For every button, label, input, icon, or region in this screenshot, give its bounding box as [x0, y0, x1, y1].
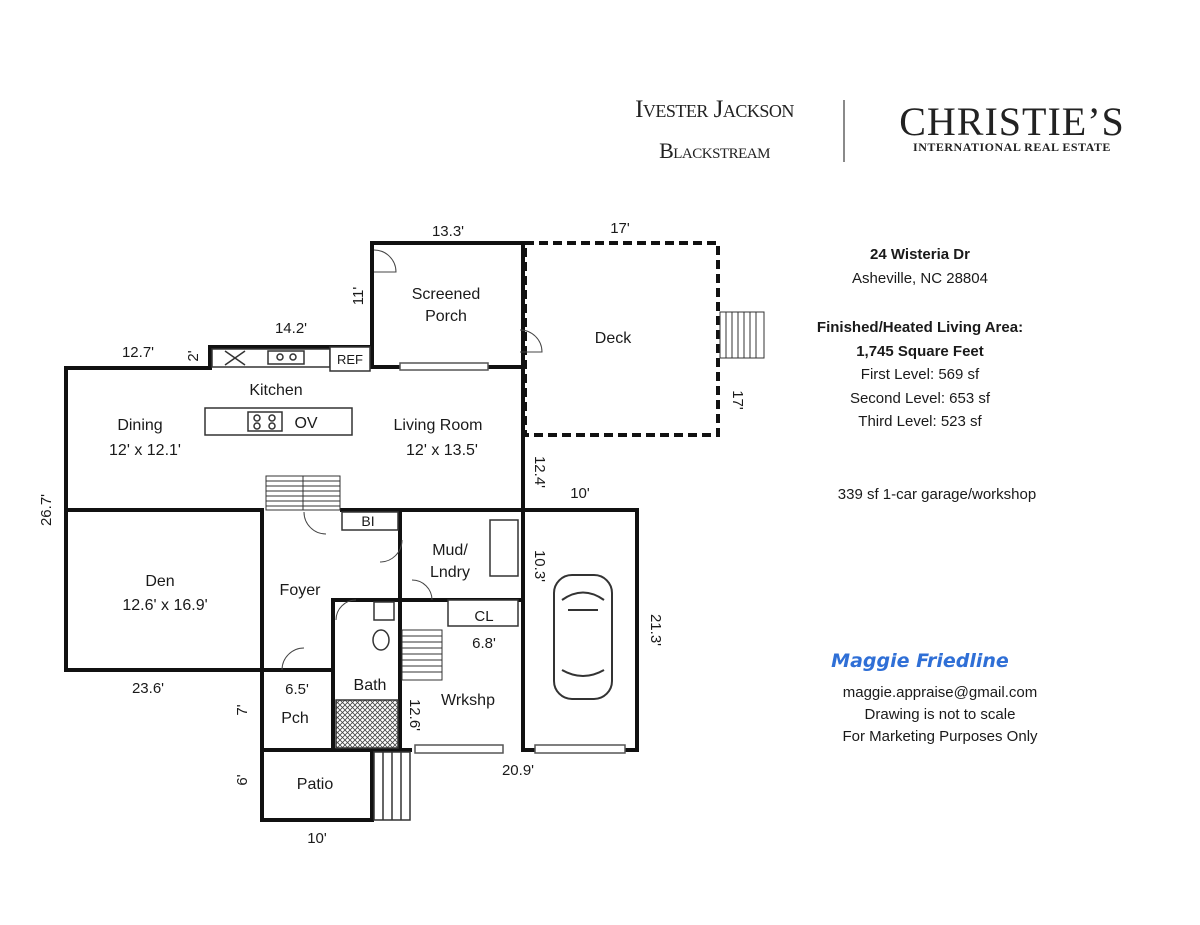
contact-email: maggie.appraise@gmail.com — [842, 684, 1038, 701]
area-title: Finished/Heated Living Area: — [816, 319, 1024, 336]
dim-kitchen-width: 14.2' — [275, 320, 307, 337]
brand-logo: CHRISTIE’S INTERNATIONAL REAL ESTATE — [878, 100, 1146, 155]
closet-label: CL — [474, 608, 493, 625]
dim-pch-depth: 7' — [234, 704, 251, 715]
windows — [399, 362, 626, 754]
screened-porch-label-2: Porch — [425, 308, 467, 325]
disclaimer-scale: Drawing is not to scale — [864, 706, 1016, 723]
ref-label: REF — [337, 352, 363, 367]
den-label: Den — [145, 573, 174, 590]
dim-porch-width: 13.3' — [432, 223, 464, 240]
level-3-area: Third Level: 523 sf — [858, 413, 982, 430]
dim-den-bottom: 23.6' — [132, 680, 164, 697]
screened-porch-label-1: Screened — [412, 286, 481, 303]
brokerage-line2: Blackstream — [659, 138, 770, 163]
dining-size: 12' x 12.1' — [109, 442, 181, 459]
mud-label-1: Mud/ — [432, 542, 468, 559]
refrigerator — [329, 346, 371, 372]
dim-mud-depth: 10.3' — [531, 550, 548, 582]
interior-stairs — [265, 475, 443, 681]
dim-garage-top: 10' — [570, 485, 590, 502]
dim-jog: 2' — [185, 350, 202, 361]
dim-pch-width: 6.5' — [285, 681, 309, 698]
garage-info: 339 sf 1-car garage/workshop — [837, 486, 1037, 503]
porch-small-label: Pch — [281, 710, 309, 727]
level-2-area: Second Level: 653 sf — [849, 389, 991, 407]
laundry-unit — [489, 519, 519, 577]
level-1-area: First Level: 569 sf — [860, 366, 980, 383]
kitchen-label: Kitchen — [249, 382, 302, 399]
brand-name: CHRISTIE’S — [899, 99, 1125, 144]
dim-porch-depth: 11' — [350, 287, 367, 306]
dim-closet-width: 6.8' — [472, 635, 496, 652]
door-swings — [281, 249, 543, 671]
contact-info: maggie.appraise@gmail.com Drawing is not… — [790, 682, 1090, 748]
patio-stairs — [373, 751, 411, 821]
bath-label: Bath — [354, 677, 387, 694]
dim-living-jog: 12.4' — [531, 456, 548, 488]
total-area: 1,745 Square Feet — [856, 342, 984, 360]
dim-garage-depth: 21.3' — [647, 614, 664, 646]
car-icon — [553, 574, 613, 700]
living-label: Living Room — [394, 417, 483, 434]
dim-patio-width: 10' — [307, 830, 327, 847]
dim-deck-width: 17' — [610, 220, 630, 237]
living-size: 12' x 13.5' — [406, 442, 478, 459]
deck-outline — [523, 241, 720, 437]
dim-patio-depth: 6' — [234, 774, 251, 785]
patio-label: Patio — [297, 776, 334, 793]
workshop-label: Wrkshp — [441, 692, 495, 709]
built-in — [341, 511, 399, 531]
brokerage-logo: Ivester Jackson Blackstream — [612, 96, 817, 164]
street-address: 24 Wisteria Dr — [870, 246, 970, 263]
patio-outline — [260, 748, 374, 822]
area-info: Finished/Heated Living Area: 1,745 Squar… — [780, 316, 1060, 434]
property-info: 24 Wisteria Dr Asheville, NC 28804 — [780, 243, 1060, 290]
dim-overall-depth: 26.7' — [38, 494, 55, 526]
deck-label: Deck — [595, 330, 632, 347]
bath-tub — [335, 699, 399, 749]
brand-subtitle: INTERNATIONAL REAL ESTATE — [913, 140, 1111, 154]
wall-north — [64, 241, 525, 370]
brokerage-line1: Ivester Jackson — [635, 96, 794, 123]
den-size: 12.6' x 16.9' — [122, 597, 207, 614]
closet — [447, 599, 519, 627]
logo-divider — [843, 100, 845, 162]
kitchen-counter — [204, 346, 519, 749]
dim-garage-bottom: 20.9' — [502, 762, 534, 779]
signature: Maggie Friedline — [831, 650, 1009, 672]
dining-label: Dining — [117, 417, 162, 434]
mud-label-2: Lndry — [430, 564, 470, 581]
oven-label: OV — [294, 415, 317, 432]
deck-stairs — [719, 311, 765, 359]
dim-deck-depth: 17' — [729, 390, 746, 410]
dim-left-top: 12.7' — [122, 344, 154, 361]
city-address: Asheville, NC 28804 — [852, 269, 988, 287]
foyer-label: Foyer — [280, 582, 322, 599]
bi-label: BI — [361, 513, 374, 529]
dim-wrkshp-depth: 12.6' — [406, 699, 423, 731]
disclaimer-marketing: For Marketing Purposes Only — [842, 728, 1038, 745]
